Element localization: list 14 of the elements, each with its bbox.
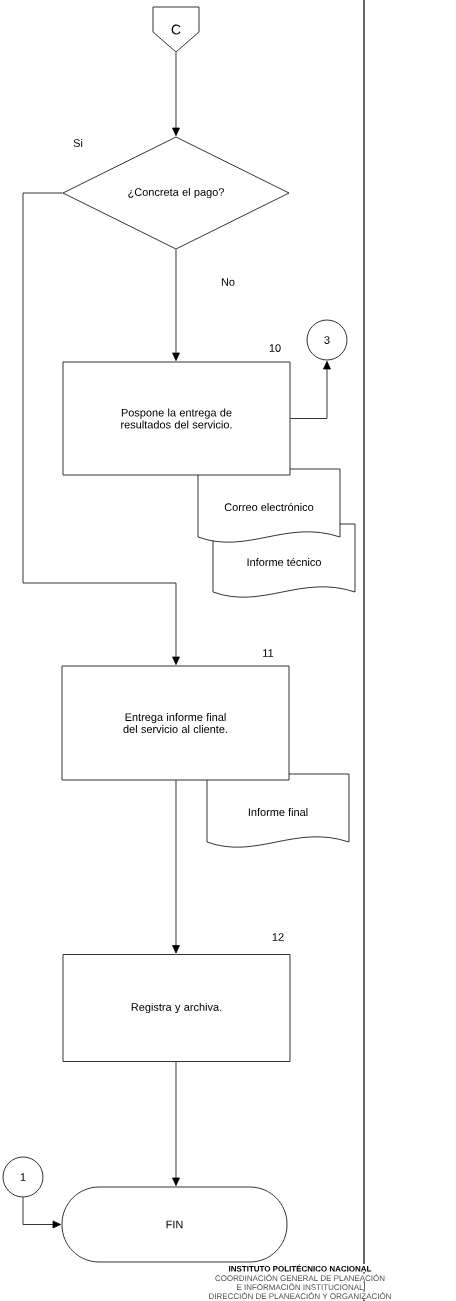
step-number: 12 bbox=[272, 933, 284, 941]
arrow bbox=[22, 192, 180, 665]
off-page-connector: C bbox=[152, 6, 200, 53]
arrow bbox=[22, 1197, 61, 1229]
arrow bbox=[172, 249, 180, 361]
edge-label: No bbox=[220, 277, 236, 287]
process-box: Registra y archiva. bbox=[62, 954, 291, 1062]
edge-label: Si bbox=[72, 138, 84, 149]
arrow bbox=[172, 52, 180, 137]
arrow bbox=[172, 780, 180, 954]
arrow bbox=[172, 1061, 180, 1186]
step-number: 11 bbox=[263, 649, 274, 657]
step-number: 10 bbox=[269, 344, 281, 352]
arrow bbox=[290, 361, 331, 419]
